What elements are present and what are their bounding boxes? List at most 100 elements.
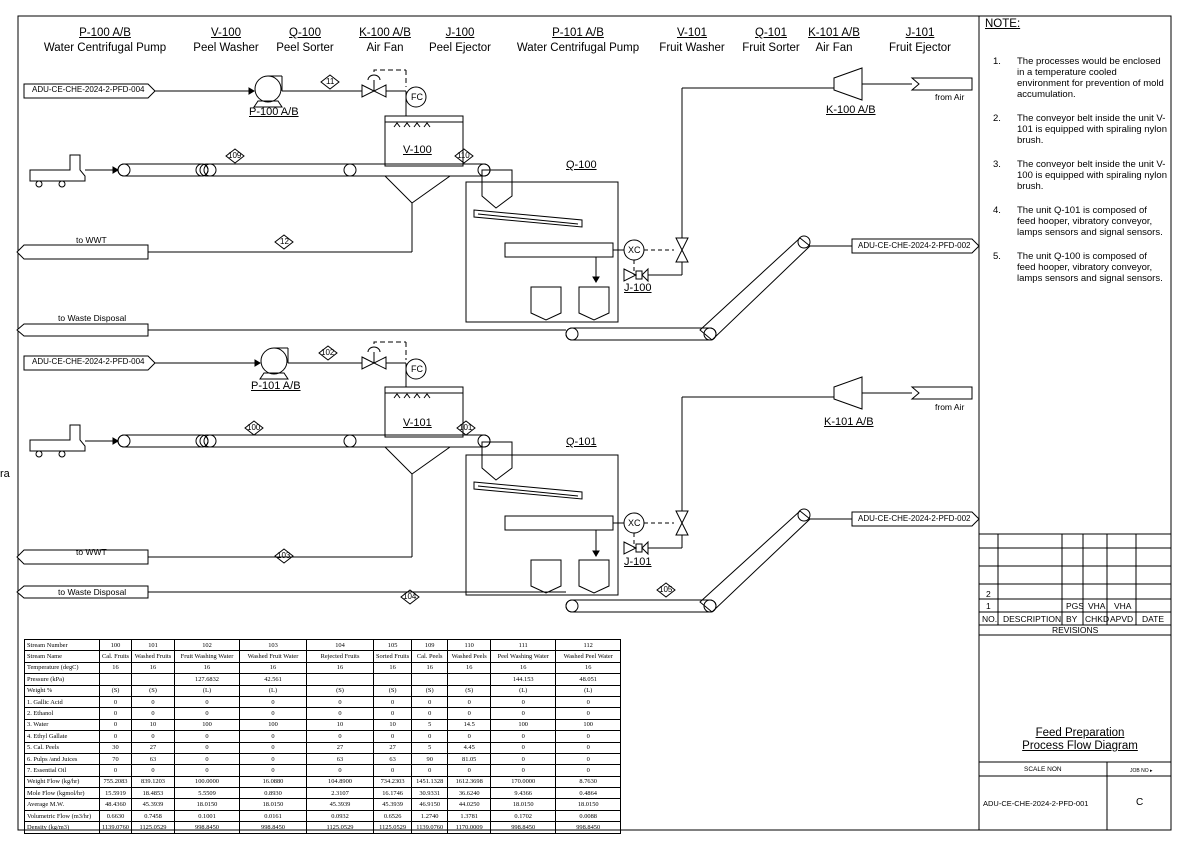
stream-cell: 0.4864 bbox=[555, 787, 622, 800]
stream-cell: 0 bbox=[411, 695, 449, 709]
stream-cell: 4.45 bbox=[447, 741, 492, 754]
stream-cell: 1139.0760 bbox=[99, 821, 132, 834]
stream-cell: 5 bbox=[411, 718, 449, 732]
title-line-1: Feed Preparation bbox=[1035, 727, 1125, 739]
rev-chkd: VHA bbox=[1088, 601, 1106, 611]
stream-row-name: Volumetric Flow (m3/hr) bbox=[24, 809, 100, 823]
stream-cell: 110 bbox=[447, 638, 492, 652]
stream-cell: 27 bbox=[306, 741, 374, 754]
label-xc-bottom: XC bbox=[628, 518, 641, 528]
stream-cell: 0 bbox=[131, 764, 175, 777]
stream-cell: 0 bbox=[174, 752, 240, 766]
stream-cell: 100 bbox=[490, 718, 557, 732]
stream-cell: 5 bbox=[411, 741, 449, 754]
rev-hdr-by: BY bbox=[1066, 614, 1078, 624]
stream-cell: (L) bbox=[239, 684, 307, 697]
stream-cell: 104.8900 bbox=[306, 775, 374, 789]
label-fc-bottom: FC bbox=[411, 364, 423, 374]
stream-cell: Sorted Fruits bbox=[372, 650, 413, 663]
stream-cell: 15.5919 bbox=[99, 787, 132, 800]
stream-cell: 0 bbox=[306, 707, 374, 720]
stream-cell: 18.4853 bbox=[131, 787, 175, 800]
stream-cell: 101 bbox=[131, 638, 175, 652]
label-j101: J-101 bbox=[624, 556, 652, 568]
stream-cell: Washed Fruit Water bbox=[239, 650, 307, 663]
offpage-pfd002-bottom bbox=[851, 511, 980, 527]
sorter-q101 bbox=[465, 454, 619, 596]
stream-cell: 734.2303 bbox=[372, 775, 413, 789]
flow-controller-fc-bottom bbox=[405, 358, 427, 380]
scale-label: SCALE NON bbox=[1024, 766, 1062, 773]
label-to-wwt-top: to WWT bbox=[76, 235, 107, 245]
stream-cell: 18.0150 bbox=[239, 798, 307, 811]
stream-cell: 90 bbox=[411, 752, 449, 766]
spray-nozzles-v100 bbox=[393, 122, 431, 128]
note-item: 5.The unit Q-100 is composed of feed hoo… bbox=[993, 251, 1163, 284]
stream-tag-12 bbox=[274, 234, 294, 250]
note-item: 3.The conveyor belt inside the unit V-10… bbox=[993, 159, 1167, 192]
stream-row-name: Stream Number bbox=[24, 638, 100, 652]
revision-grid bbox=[979, 534, 1171, 626]
stream-cell: 0 bbox=[490, 752, 557, 766]
label-v100: V-100 bbox=[403, 144, 432, 156]
stream-cell: 27 bbox=[131, 741, 175, 754]
stream-row-name: Mole Flow (kgmol/hr) bbox=[24, 787, 100, 800]
stream-cell: 144.153 bbox=[490, 673, 557, 686]
stream-cell: 0 bbox=[239, 695, 307, 709]
stream-cell bbox=[372, 673, 413, 686]
pump-p101 bbox=[259, 347, 289, 380]
stream-cell: 100 bbox=[99, 638, 132, 652]
stream-cell: 16 bbox=[411, 661, 449, 675]
stream-cell: 1125.0529 bbox=[131, 821, 175, 834]
stream-cell: (L) bbox=[490, 684, 557, 697]
stream-cell: 48.051 bbox=[555, 673, 622, 686]
stream-cell: 1125.0529 bbox=[306, 821, 374, 834]
label-fc-top: FC bbox=[411, 92, 423, 102]
stream-row-name: Average M.W. bbox=[24, 798, 100, 811]
stream-cell: 16 bbox=[372, 661, 413, 675]
stream-cell: 112 bbox=[555, 638, 622, 652]
conveyor-incline-bottom bbox=[699, 510, 811, 613]
stream-cell bbox=[306, 673, 374, 686]
stream-cell: 0 bbox=[447, 730, 492, 743]
stream-cell: 998.8450 bbox=[239, 821, 307, 834]
stream-cell: 0 bbox=[99, 764, 132, 777]
stream-cell: Cal. Peels bbox=[411, 650, 449, 663]
label-q101: Q-101 bbox=[566, 436, 597, 448]
hopper-v101 bbox=[383, 446, 452, 475]
stream-cell: 1.3781 bbox=[447, 809, 492, 823]
rev-apvd: VHA bbox=[1114, 601, 1132, 611]
stream-cell: 0 bbox=[239, 730, 307, 743]
stream-cell: 0.1001 bbox=[174, 809, 240, 823]
stream-cell: 63 bbox=[131, 752, 175, 766]
stream-cell: 2.3107 bbox=[306, 787, 374, 800]
stream-cell: 0 bbox=[239, 741, 307, 754]
stream-cell: 14.5 bbox=[447, 718, 492, 732]
stream-cell: Washed Peel Water bbox=[555, 650, 622, 663]
valve-air-top bbox=[675, 237, 689, 252]
conveyor-waste-top bbox=[565, 327, 717, 341]
stream-cell: 0.0932 bbox=[306, 809, 374, 823]
stream-cell: 109 bbox=[411, 638, 449, 652]
feed-truck-top bbox=[29, 154, 86, 188]
stream-cell: 0 bbox=[99, 707, 132, 720]
stream-cell: 0.6630 bbox=[99, 809, 132, 823]
rev-row-2: 2 bbox=[986, 589, 991, 599]
job-no-label: JOB NO ▸ bbox=[1130, 768, 1153, 774]
label-from-air-bottom: from Air bbox=[935, 402, 965, 412]
control-valve-top bbox=[361, 84, 376, 98]
stream-row-name: 7. Essential Oil bbox=[24, 764, 100, 777]
stream-cell: 0.0161 bbox=[239, 809, 307, 823]
stream-row-name: 2. Ethanol bbox=[24, 707, 100, 720]
stream-cell: 9.4366 bbox=[490, 787, 557, 800]
stream-cell: 27 bbox=[372, 741, 413, 754]
stream-cell: 1612.3698 bbox=[447, 775, 492, 789]
offpage-waste-top bbox=[16, 323, 149, 337]
